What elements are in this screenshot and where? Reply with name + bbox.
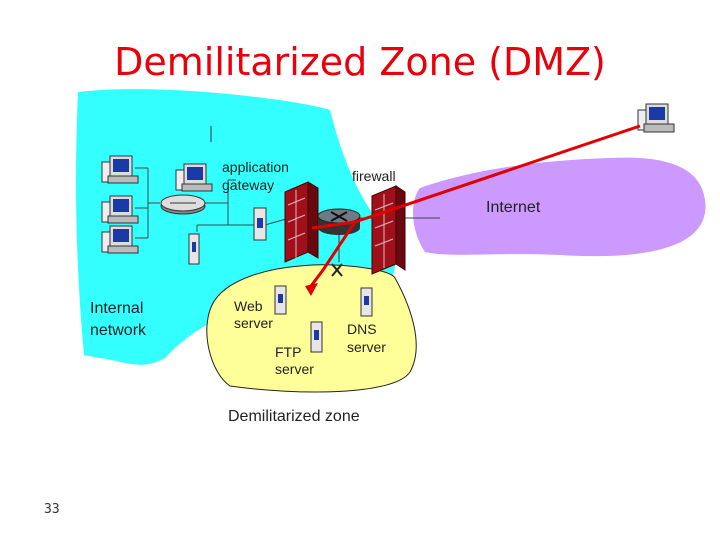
internal-network-label: Internal network <box>90 300 147 339</box>
workstation-icon <box>101 225 139 254</box>
ftp-server-label: FTP server <box>275 344 314 377</box>
server-icon <box>310 321 323 353</box>
internet-label: Internet <box>486 199 541 216</box>
workstation-icon <box>101 195 139 224</box>
server-icon <box>360 287 373 317</box>
firewall-wall-icon <box>284 181 319 263</box>
workstation-icon <box>637 103 675 133</box>
workstation-icon <box>175 163 213 192</box>
dns-server-label: DNS server <box>347 321 386 355</box>
traffic-path <box>309 124 641 287</box>
web-server-label: Web server <box>234 298 273 331</box>
firewall-wall-icon <box>371 185 406 275</box>
arrowhead <box>305 283 318 296</box>
dmz-label: Demilitarized zone <box>228 408 360 425</box>
firewall-label: firewall <box>352 168 396 184</box>
server-icon <box>253 207 267 241</box>
server-icon <box>188 233 200 265</box>
workstation-icon <box>101 155 139 184</box>
dmz-link-cross <box>331 263 343 277</box>
internet-region <box>413 157 706 257</box>
page-title: Demilitarized Zone (DMZ) <box>114 40 606 84</box>
server-icon <box>274 285 287 315</box>
application-gateway-label: application gateway <box>222 159 289 193</box>
slide-number: 33 <box>44 502 60 517</box>
hub-icon <box>160 194 206 215</box>
